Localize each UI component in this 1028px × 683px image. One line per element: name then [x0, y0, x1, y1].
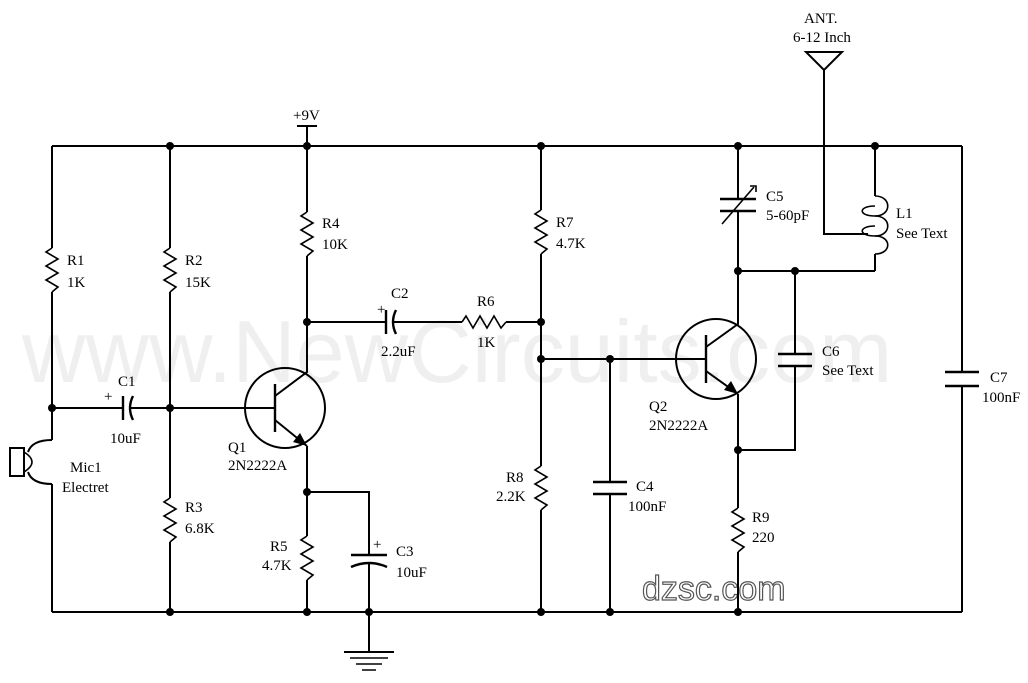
- junction-dots: [48, 142, 879, 616]
- resistor-r3: R3 6.8K: [162, 497, 215, 612]
- resistor-r8: R8 2.2K: [496, 465, 549, 612]
- r7-ref: R7: [556, 215, 574, 231]
- c2-ref: C2: [391, 286, 409, 302]
- r1-value: 1K: [67, 275, 86, 291]
- capacitor-c4: C4 100nF: [593, 359, 666, 612]
- r1-ref: R1: [67, 253, 85, 269]
- r9-value: 220: [752, 530, 775, 546]
- c3-polarity: +: [373, 537, 381, 553]
- inductor-l1: L1 See Text: [861, 146, 948, 271]
- c1-polarity: +: [104, 389, 112, 405]
- transistor-q2: Q2 2N2222A: [649, 271, 757, 450]
- mic-wire: [51, 407, 112, 612]
- supply-terminal: +9V: [293, 108, 320, 146]
- antenna-label: ANT.: [804, 11, 837, 27]
- capacitor-c5-variable: C5 5-60pF: [720, 146, 809, 271]
- c1-ref: C1: [118, 374, 136, 390]
- resistor-r4: R4 10K: [299, 146, 348, 322]
- resistor-r9: R9 220: [730, 450, 775, 612]
- mic1-value: Electret: [62, 480, 109, 496]
- q1-value: 2N2222A: [228, 458, 287, 474]
- transistor-q1: Q1 2N2222A: [228, 322, 326, 492]
- resistor-r6: R6 1K: [461, 294, 541, 351]
- l1-ref: L1: [896, 206, 913, 222]
- q2-ref: Q2: [649, 399, 667, 415]
- c6-ref: C6: [822, 344, 840, 360]
- r2-value: 15K: [185, 275, 211, 291]
- c4-value: 100nF: [628, 499, 666, 515]
- r7-value: 4.7K: [556, 236, 586, 252]
- capacitor-c2: + C2 2.2uF: [307, 286, 462, 360]
- r6-ref: R6: [477, 294, 495, 310]
- mic1-ref: Mic1: [70, 460, 102, 476]
- capacitor-c1: + C1 10uF: [104, 374, 170, 447]
- r5-value: 4.7K: [262, 558, 292, 574]
- r8-value: 2.2K: [496, 489, 526, 505]
- c6-value: See Text: [822, 363, 874, 379]
- c1-value: 10uF: [110, 431, 141, 447]
- resistor-r2: R2 15K: [162, 146, 211, 498]
- r2-ref: R2: [185, 253, 203, 269]
- c3-ref: C3: [396, 544, 414, 560]
- capacitor-c7: C7 100nF: [945, 370, 1020, 406]
- q2-value: 2N2222A: [649, 418, 708, 434]
- q1-ref: Q1: [228, 440, 246, 456]
- c4-ref: C4: [636, 479, 654, 495]
- c7-ref: C7: [990, 370, 1008, 386]
- resistor-r1: R1 1K: [44, 146, 86, 408]
- c2-value: 2.2uF: [381, 344, 416, 360]
- capacitor-c6: C6 See Text: [738, 271, 874, 451]
- c7-value: 100nF: [982, 390, 1020, 406]
- l1-value: See Text: [896, 226, 948, 242]
- watermark-corner: dzsc.com: [642, 570, 786, 608]
- c5-value: 5-60pF: [766, 208, 809, 224]
- c5-ref: C5: [766, 189, 784, 205]
- antenna-note: 6-12 Inch: [793, 30, 851, 46]
- r6-value: 1K: [477, 335, 496, 351]
- supply-label: +9V: [293, 108, 320, 124]
- c3-value: 10uF: [396, 565, 427, 581]
- c2-polarity: +: [377, 302, 385, 318]
- r8-ref: R8: [506, 470, 524, 486]
- r4-ref: R4: [322, 216, 340, 232]
- microphone-mic1: Mic1 Electret: [9, 439, 109, 496]
- antenna: ANT. 6-12 Inch: [793, 11, 868, 235]
- r5-ref: R5: [270, 539, 288, 555]
- watermark-main: www.NewCircuits.com: [21, 302, 892, 401]
- resistor-r5: R5 4.7K: [262, 492, 315, 612]
- r3-ref: R3: [185, 500, 203, 516]
- r3-value: 6.8K: [185, 521, 215, 537]
- r4-value: 10K: [322, 237, 348, 253]
- capacitor-c3: + C3 10uF: [307, 491, 427, 612]
- ground-symbol: [344, 612, 394, 671]
- r9-ref: R9: [752, 510, 770, 526]
